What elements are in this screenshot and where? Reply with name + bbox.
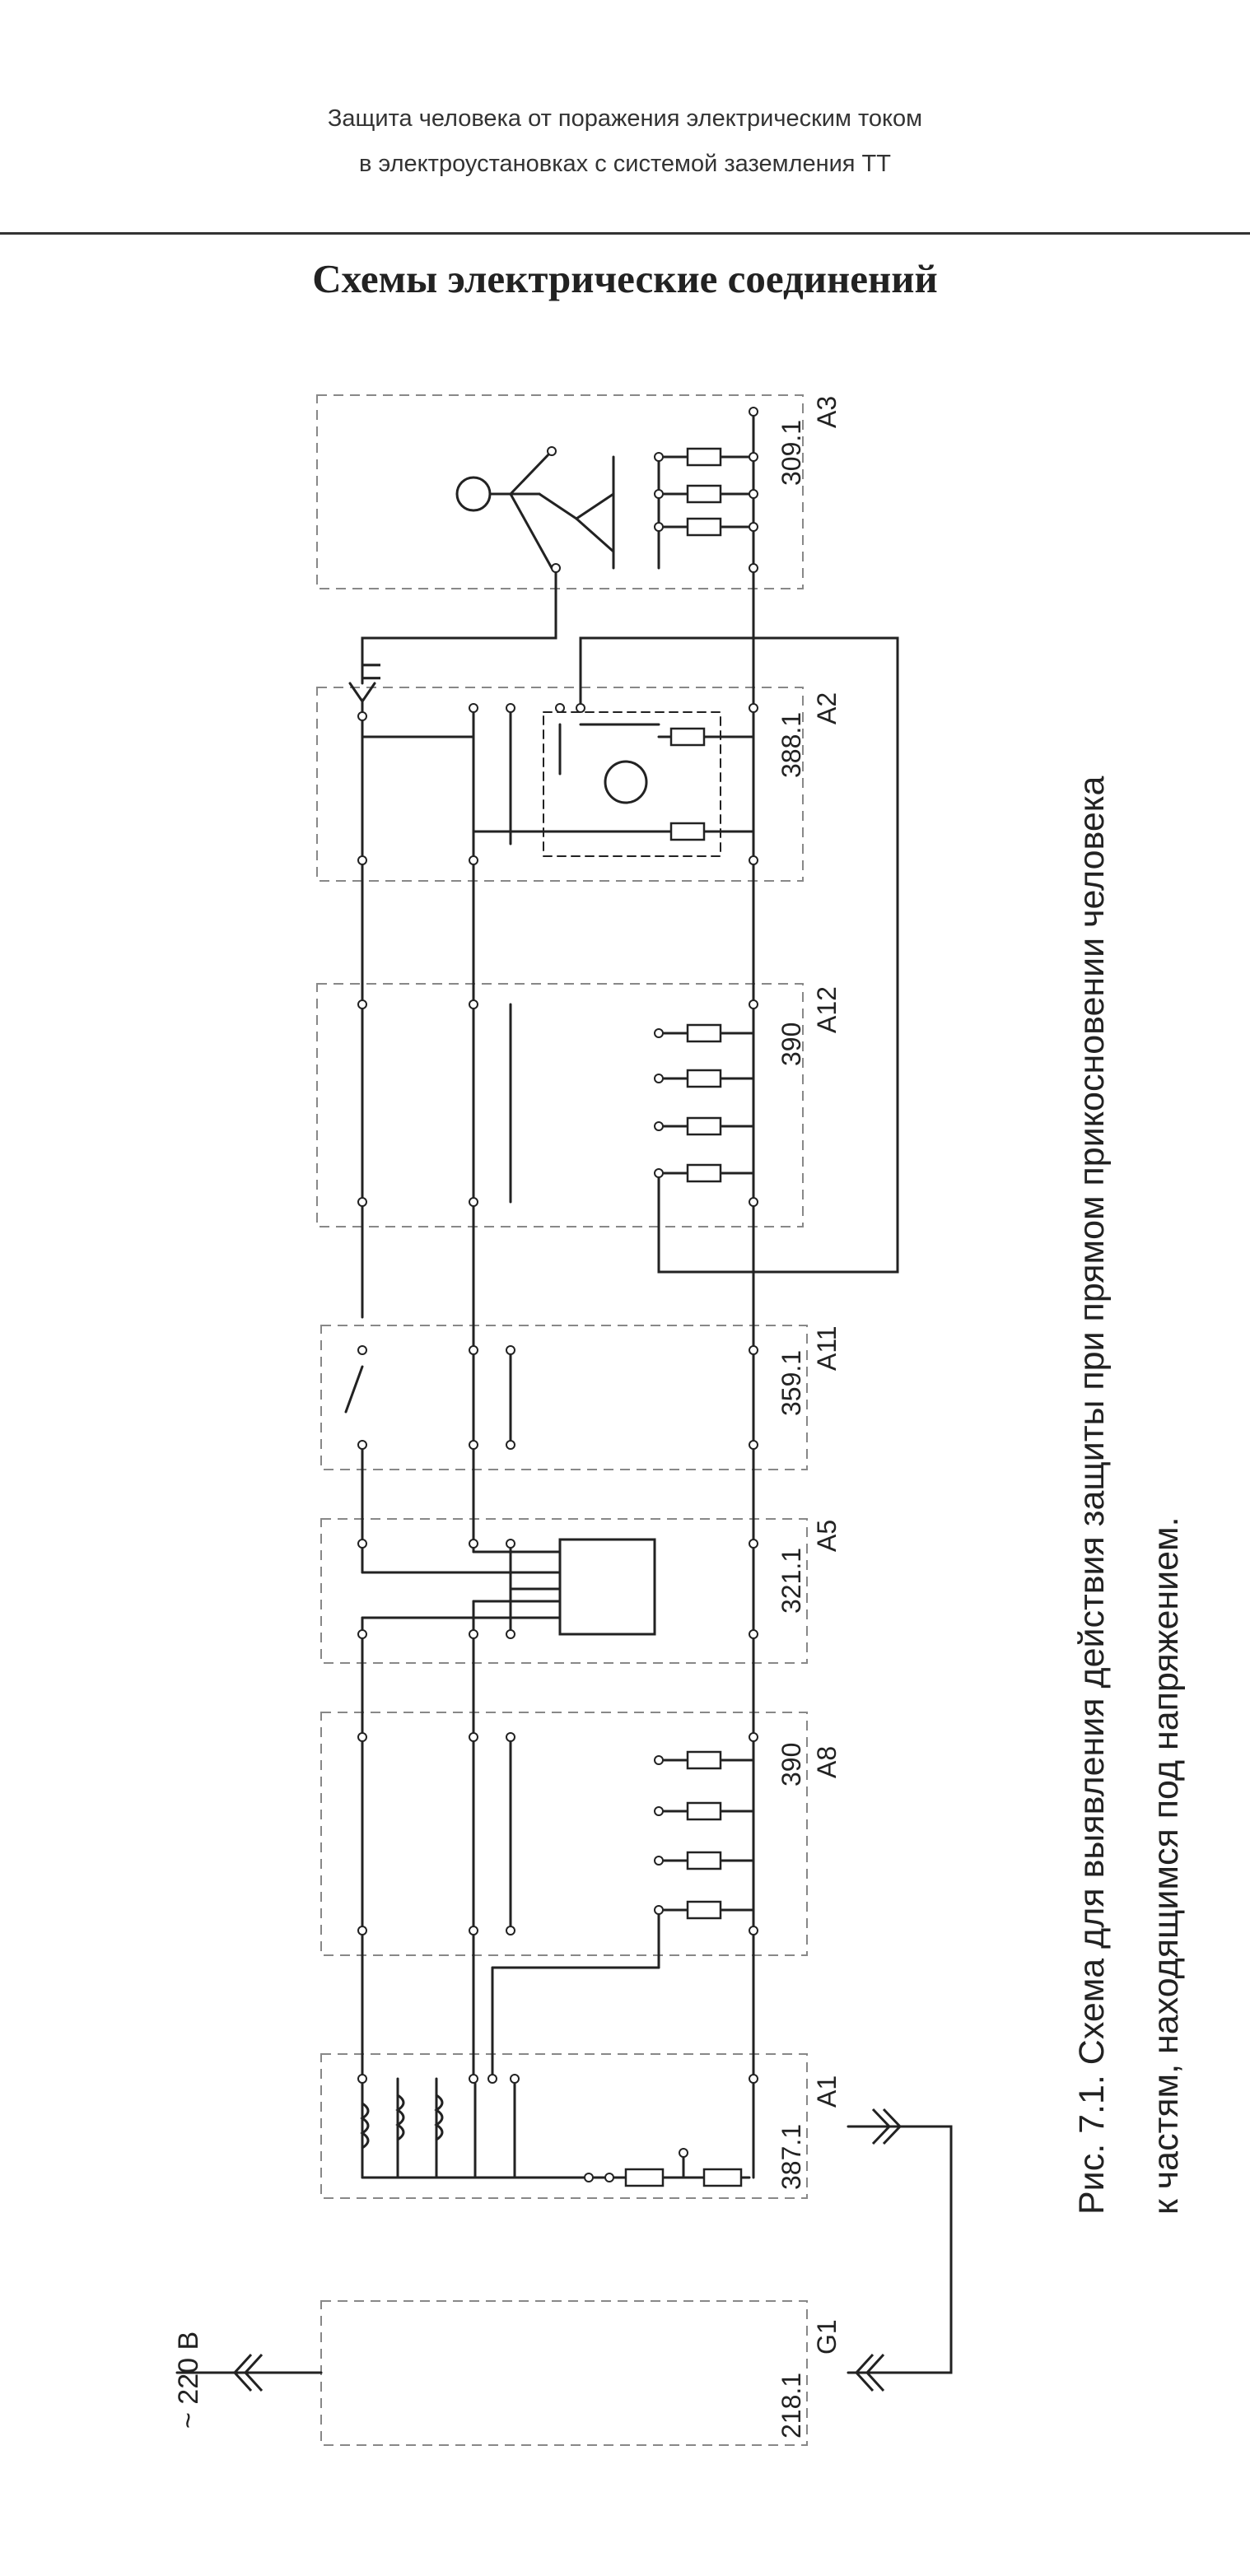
module-id-a12: A12	[812, 986, 842, 1033]
module-id-a1: A1	[812, 2075, 842, 2108]
a5-device	[558, 1538, 656, 1636]
module-box-a11	[320, 1325, 808, 1470]
module-box-a8	[320, 1712, 808, 1956]
figure-caption-line-2: к частям, находящимся под напряжением.	[1146, 1516, 1186, 2215]
module-box-a2	[316, 687, 804, 882]
human-head-icon	[455, 476, 492, 512]
module-box-a1	[320, 2053, 808, 2199]
module-box-a3	[316, 394, 804, 589]
module-id-a8: A8	[812, 1746, 842, 1778]
module-code-a1: 387.1	[777, 2124, 806, 2190]
a2-a3-link	[361, 566, 557, 685]
a2-rcd-motor	[604, 760, 648, 804]
module-code-a5: 321.1	[777, 1548, 806, 1614]
module-code-g1: 218.1	[777, 2373, 806, 2439]
a12-to-a2-link	[579, 636, 899, 1274]
module-id-a3: A3	[812, 396, 842, 428]
a1-link-plug-icon	[871, 2108, 892, 2145]
header-line-2: в электроустановках с системой заземлени…	[359, 151, 891, 177]
module-id-a2: A2	[812, 692, 842, 724]
module-box-a5	[320, 1518, 808, 1664]
module-code-a11: 359.1	[777, 1350, 806, 1416]
module-code-a12: 390	[777, 1022, 806, 1066]
a2-rcd-block	[543, 711, 721, 857]
module-code-a2: 388.1	[777, 712, 806, 778]
header-line-1: Защита человека от поражения электрическ…	[327, 105, 923, 132]
supply-plug-icon	[232, 2353, 253, 2392]
section-title: Схемы электрические соединений	[312, 256, 938, 301]
header-divider	[0, 232, 1250, 235]
module-box-g1	[320, 2300, 808, 2446]
pe-label: П	[356, 662, 387, 682]
pe-arrow	[348, 682, 376, 704]
module-code-a8: 390	[777, 1743, 806, 1786]
module-id-a11: A11	[812, 1325, 842, 1371]
module-id-a5: A5	[812, 1520, 842, 1552]
module-box-a12	[316, 983, 804, 1227]
g1-link-plug-icon	[854, 2353, 875, 2392]
module-id-g1: G1	[812, 2319, 842, 2355]
supply-label: ~ 220 В	[173, 2331, 204, 2429]
module-code-a3: 309.1	[777, 420, 806, 486]
g1-a1-link	[847, 2125, 953, 2374]
figure-caption-line-1: Рис. 7.1. Схема для выявления действия з…	[1072, 776, 1112, 2215]
